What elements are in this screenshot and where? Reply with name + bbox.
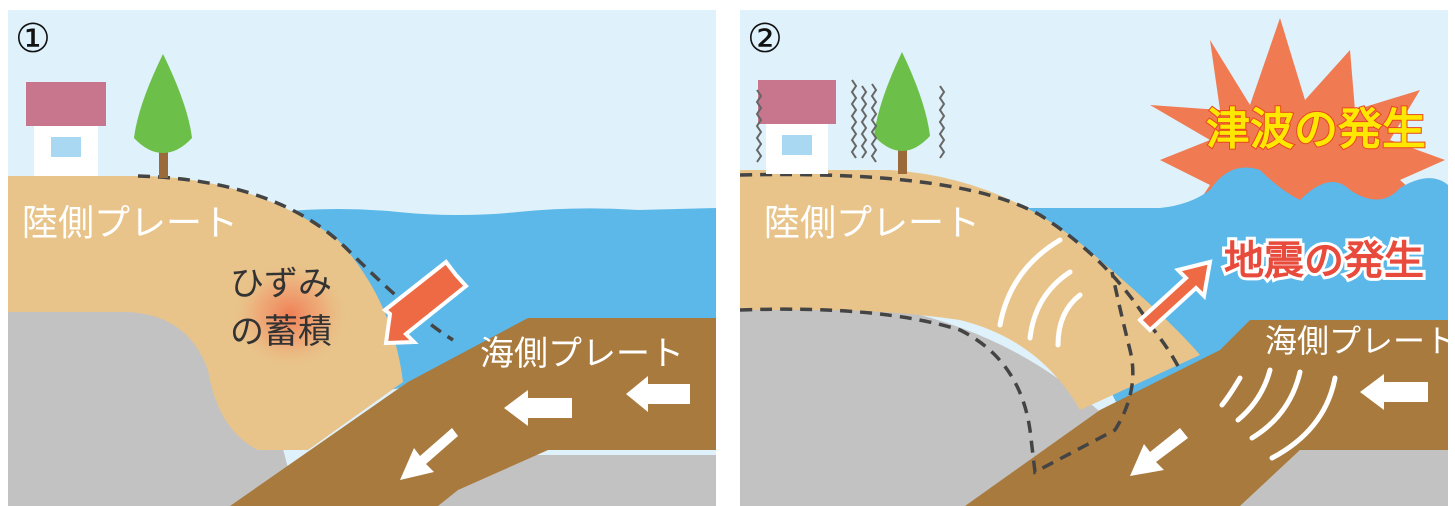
plate-motion-arrows [400,376,690,480]
panel-earthquake-tsunami: ② 陸側プレート 海側プレート 津波の発生 地震の発生 [740,10,1448,506]
mantle [740,310,1120,506]
land-plate-label: 陸側プレート [22,203,238,244]
tsunami-label: 津波の発生 [1206,104,1426,155]
mantle-right [1240,450,1448,506]
tree-icon [874,52,930,174]
plate-motion-arrows [1130,374,1428,476]
sea-plate-label: 海側プレート [480,334,684,374]
arrow-icon [626,376,690,412]
arrow-icon [381,259,469,346]
land-plate [8,176,403,450]
arrow-icon [504,390,572,426]
land-plate-label: 陸側プレート [764,203,980,244]
seismic-waves [997,237,1083,348]
house-icon [26,82,106,176]
strain-glow [230,260,350,370]
panel-number: ② [747,16,783,62]
sea-plate [965,320,1448,506]
strain-label-line1: ひずみ [230,264,332,304]
earthquake-label: 地震の発生 [1224,238,1424,284]
strain-label-line2: の蓄積 [230,312,332,352]
arrow-icon [1130,428,1188,476]
shaking-icon [755,79,946,163]
house-icon [758,80,836,174]
panel-number: ① [15,16,51,62]
panel-1-diagram: ① 陸側プレート 海側プレート ひずみ の蓄積 [8,10,716,506]
sea-plate-label: 海側プレート [1265,322,1448,360]
arrow-icon [1360,374,1428,410]
arrow-icon [400,428,458,480]
tree-icon [134,54,192,178]
rupture-zone-line [740,271,1135,475]
panel-2-diagram: ② 陸側プレート 海側プレート 津波の発生 地震の発生 [740,10,1448,506]
sea-plate [230,318,716,506]
original-surface-line [740,172,1182,371]
land-plate [740,170,1200,410]
panel-strain-accumulation: ① 陸側プレート 海側プレート ひずみ の蓄積 [8,10,716,506]
seismic-waves-sea [1219,367,1338,461]
arrow-icon [1137,259,1213,333]
